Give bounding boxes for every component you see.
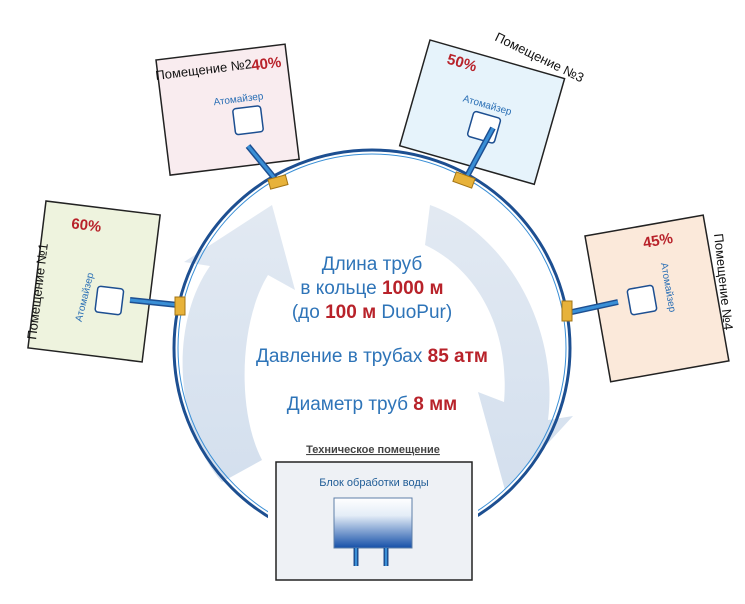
room-2: 40% Атомайзер (155, 43, 301, 176)
room-4: 45% Атомайзер (584, 214, 730, 383)
joint-1 (174, 296, 186, 316)
tech-room: Техническое помещение Блок обработки вод… (268, 444, 478, 588)
duopur-suffix: DuoPur) (381, 302, 452, 323)
center-info: Длина труб в кольце 1000 м (до 100 м Duo… (256, 254, 488, 415)
room-4-humidity: 45% (642, 230, 675, 252)
diameter-line: Диаметр труб 8 мм (287, 394, 458, 415)
room-1-box (27, 200, 161, 363)
joint-3 (452, 171, 476, 189)
water-tank-icon (333, 497, 413, 549)
water-unit-label: Блок обработки воды (319, 477, 429, 489)
duopur-line: (до 100 м DuoPur) (292, 302, 452, 323)
ring-prefix: в кольце (300, 278, 376, 299)
atomizer-2-icon (232, 105, 264, 136)
room-1-humidity: 60% (70, 215, 102, 236)
pressure-value: 85 атм (428, 346, 488, 367)
flow-arrows (182, 205, 573, 490)
room-1: 60% Атомайзер (27, 200, 161, 363)
pipe-length-label: Длина труб (322, 254, 423, 275)
atomizer-1-icon (94, 285, 125, 316)
joint-4 (561, 300, 573, 322)
diameter-label: Диаметр труб (287, 394, 408, 415)
ring-length-line: в кольце 1000 м (300, 278, 443, 299)
atomizer-4-icon (626, 284, 658, 316)
pressure-line: Давление в трубах 85 атм (256, 346, 488, 367)
ring-value: 1000 м (382, 278, 444, 299)
room-2-box (155, 43, 301, 176)
joint-2 (267, 174, 289, 190)
duopur-value: 100 м (325, 302, 376, 323)
flow-arrow-right (425, 205, 573, 490)
tech-room-title: Техническое помещение (306, 444, 440, 456)
pressure-label: Давление в трубах (256, 346, 423, 367)
diameter-value: 8 мм (413, 394, 457, 415)
flow-arrow-left (182, 205, 295, 482)
room-2-humidity: 40% (250, 54, 282, 75)
room-3-box (398, 39, 566, 186)
duopur-open: (до (292, 302, 320, 323)
